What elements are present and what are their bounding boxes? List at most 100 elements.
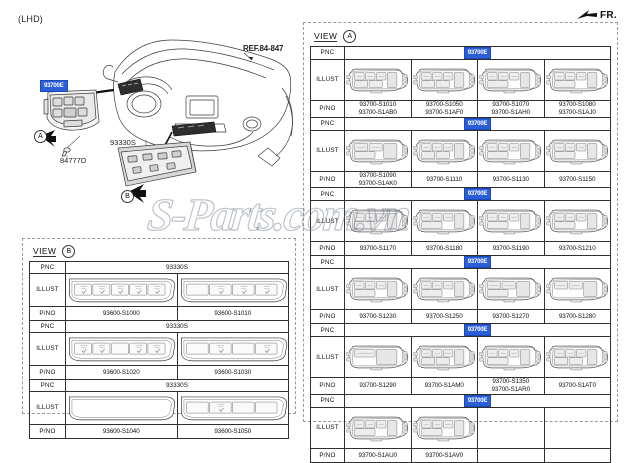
part-number: 93700-S1070 [492,101,530,108]
pnc-badge: 93700E [463,256,492,269]
part-illustration-cell[interactable] [543,200,611,243]
part-number-cell[interactable]: 93600-S1020 [65,365,178,380]
part-illustration-cell[interactable] [477,336,545,379]
part-number-cell[interactable]: 93700-S1180 [410,241,478,257]
part-illustration-cell[interactable] [65,391,178,425]
part-number-cell[interactable]: 93700-S1AV0 [410,448,478,463]
part-illustration-cell[interactable] [344,407,412,450]
part-number-cell[interactable]: 93700-S1270 [477,309,545,325]
part-number: 93700-S1010 [359,101,397,108]
part-number: 93700-S1AT0 [558,382,596,390]
part-illustration-cell[interactable] [410,129,478,172]
part-illustration-cell[interactable] [176,332,289,366]
part-illustration-cell[interactable] [410,407,478,450]
illust-row: ILLUST [29,332,289,366]
part-number-cell[interactable]: 93700-S1AM0 [410,377,478,396]
part-label-93330S: 93330S [110,138,136,147]
part-illustration-cell[interactable] [344,200,412,243]
empty-cell [543,448,611,463]
row-header-pnc: PNC [310,255,345,270]
part-illustration-cell[interactable] [410,268,478,311]
illust-row: ILLUST [310,268,611,311]
part-number-cell[interactable]: 93700-S1150 [543,170,611,189]
part-number-cell[interactable]: 93700-S1170 [344,241,412,257]
part-illustration-cell[interactable] [344,268,412,311]
pnc-badge: 93700E [463,188,492,201]
part-number-cell[interactable]: 93700-S1250 [410,309,478,325]
part-number-cell[interactable]: 93600-S1040 [65,424,178,439]
part-number: 93700-S1150 [559,175,596,183]
part-number-cell[interactable]: 93700-S1230 [344,309,412,325]
part-illustration-cell[interactable] [65,273,178,307]
part-illustration-cell[interactable] [176,273,289,307]
switch-illustration [346,68,409,94]
part-number-cell[interactable]: 93700-S1280 [543,309,611,325]
part-illustration-cell[interactable] [410,59,478,101]
part-number: 93700-S1090 [359,171,397,179]
part-illustration-cell[interactable] [344,129,412,172]
empty-cell [543,407,611,450]
part-number-cell[interactable]: 93700-S1AT0 [543,377,611,396]
bezel-illustration [180,396,287,421]
part-illustration-cell[interactable] [410,336,478,379]
switch-illustration [346,210,409,235]
part-number-cell[interactable]: 93600-S1010 [176,306,289,321]
part-illustration-cell[interactable] [543,59,611,101]
switch-illustration [412,346,475,371]
switch-illustration [545,278,608,303]
switch-illustration [479,278,542,303]
empty-cell [477,448,545,463]
view-a-marker: A [343,30,357,43]
part-number: 93700-S1230 [359,313,397,320]
pnc-value-cell: 93330S [65,320,289,333]
part-illustration-cell[interactable] [543,129,611,172]
part-number: 93700-S1AB0 [358,108,397,116]
part-illustration-cell[interactable] [176,391,289,425]
part-illustration-cell[interactable] [543,336,611,379]
part-number: 93700-S1280 [558,313,596,320]
part-illustration-cell[interactable] [65,332,178,366]
part-number-cell[interactable]: 93600-S1030 [176,365,289,380]
row-header-pno: P/NO [310,170,345,189]
part-illustration-cell[interactable] [477,129,545,172]
part-number-cell[interactable]: 93700-S1210 [543,241,611,257]
view-b-title: VIEW [33,246,57,257]
row-header-pnc: PNC [310,116,345,131]
part-number-cell[interactable]: 93700-S1190 [477,241,545,257]
part-illustration-cell[interactable] [477,200,545,243]
part-illustration-cell[interactable] [410,200,478,243]
part-number-cell[interactable]: 93700-S1130 [477,170,545,189]
part-illustration-cell[interactable] [477,59,545,101]
pnc-badge: 93700E [463,117,492,130]
part-number-cell[interactable]: 93700-S1110 [410,170,478,189]
part-illustration-cell[interactable] [543,268,611,311]
row-header-illust: ILLUST [310,59,345,101]
part-illustration-cell[interactable] [344,336,412,379]
part-number-cell[interactable]: 93700-S1AU0 [344,448,412,463]
badge-93700E: 93700E [40,80,68,92]
part-number: 93700-S1AK0 [358,179,397,187]
row-header-pno: P/NO [29,424,66,439]
part-number-cell[interactable]: 93600-S1050 [176,424,289,439]
part-label-84777D: 84777D [60,156,87,165]
part-number-cell[interactable]: 93600-S1000 [65,306,178,321]
view-marker-b: B [121,190,134,203]
part-number: 93700-S1AV0 [425,451,464,459]
pnc-text: 93330S [165,381,189,389]
part-number-cell[interactable]: 93700-S1290 [344,377,412,396]
part-illustration-cell[interactable] [344,59,412,101]
row-header-pnc: PNC [29,261,66,274]
part-illustration-cell[interactable] [477,268,545,311]
part-number: 93700-S1110 [426,175,463,183]
